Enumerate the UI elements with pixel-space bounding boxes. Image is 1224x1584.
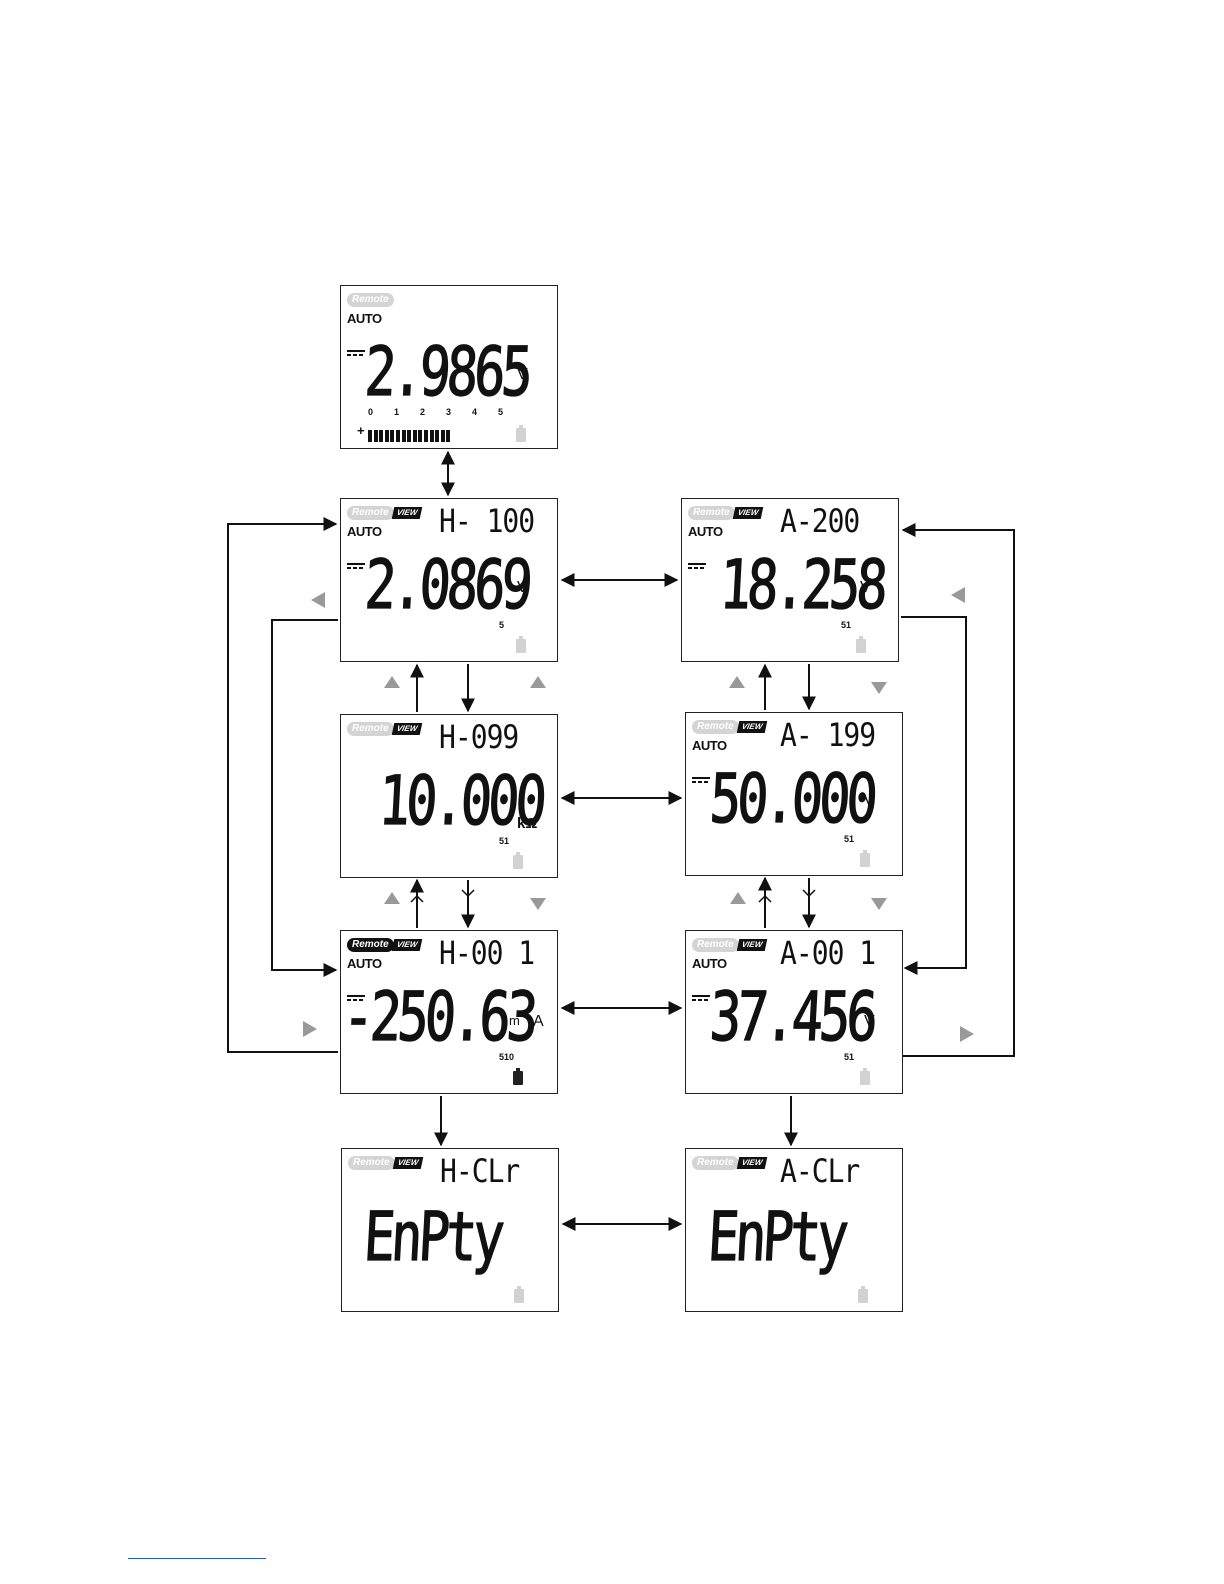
footnote-rule — [128, 1558, 266, 1559]
up-triangle-icon — [730, 892, 746, 904]
arrow-a001-to-a200 — [903, 530, 1014, 1056]
up-triangle-icon — [530, 676, 546, 688]
down-triangle-icon — [871, 682, 887, 694]
down-triangle-icon — [530, 898, 546, 910]
up-triangle-icon — [384, 676, 400, 688]
left-triangle-icon — [311, 592, 325, 608]
right-triangle-icon — [960, 1026, 974, 1042]
arrow-a200-to-a001 — [901, 617, 966, 968]
up-triangle-icon — [384, 892, 400, 904]
left-triangle-icon — [951, 587, 965, 603]
arrow-h100-to-h001 — [272, 620, 338, 970]
down-triangle-icon — [871, 898, 887, 910]
right-triangle-icon — [303, 1021, 317, 1037]
up-triangle-icon — [729, 676, 745, 688]
